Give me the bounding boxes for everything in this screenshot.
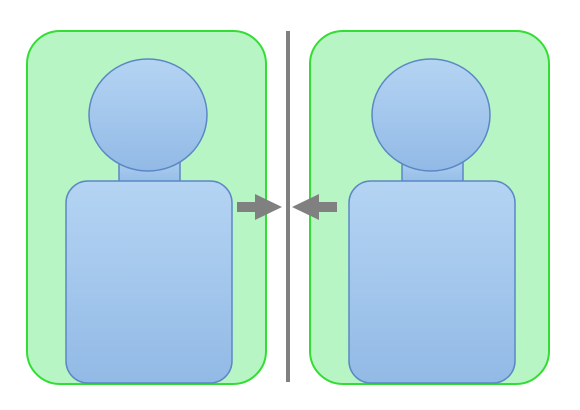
right-person-head: [371, 58, 491, 172]
left-person-figure: [65, 58, 233, 384]
right-person-body: [348, 180, 516, 384]
right-person-figure: [348, 58, 516, 384]
left-person-body: [65, 180, 233, 384]
left-person-head: [88, 58, 208, 172]
right-arrow-icon: [292, 194, 337, 220]
right-panel-group: [309, 30, 550, 385]
left-panel-group: [26, 30, 267, 385]
left-arrow-icon: [237, 194, 282, 220]
